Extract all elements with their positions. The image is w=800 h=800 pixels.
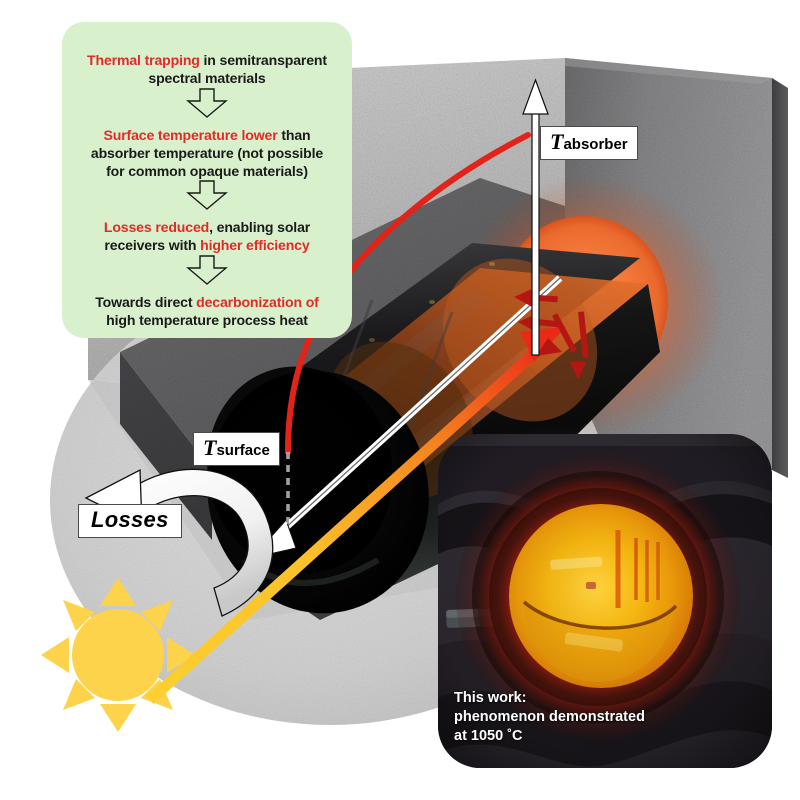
flow-step1-line1: Thermal trapping in semitransparent <box>72 52 342 70</box>
flow-step4-hl: decarbonization of <box>196 294 319 311</box>
absorber-temperature-label: Tabsorber <box>540 126 638 160</box>
flowchart-step-2: Surface temperature lower than absorber … <box>72 127 342 181</box>
flow-step3-rest: , enabling solar <box>209 219 311 236</box>
down-block-arrow-icon-1 <box>72 88 342 118</box>
flowchart-step-4: Towards direct decarbonization of high t… <box>72 294 342 330</box>
flow-step4-line2: high temperature process heat <box>106 312 308 329</box>
furnace-aperture-photo: This work: phenomenon demonstrated at 10… <box>438 434 772 768</box>
flow-step4-plain: Towards direct <box>95 294 197 311</box>
down-block-arrow-icon-3 <box>72 255 342 286</box>
flow-step3-line2: receivers with higher efficiency <box>72 237 342 255</box>
flow-step2-hl: Surface temperature lower <box>103 126 278 143</box>
inset-caption-line-2: phenomenon demonstrated <box>454 708 645 725</box>
furnace-photo-graphic <box>438 434 772 768</box>
flow-step2-line2: absorber temperature (not possible <box>90 144 324 161</box>
flow-step4-line1: Towards direct decarbonization of <box>72 294 342 312</box>
absorber-temp-subscript: absorber <box>563 136 628 153</box>
flowchart-step-1: Thermal trapping in semitransparent spec… <box>72 52 342 88</box>
flow-step2-rest: than <box>277 126 311 143</box>
flow-step3-line1: Losses reduced, enabling solar <box>72 219 342 237</box>
flow-step1-line2: spectral materials <box>148 69 266 86</box>
surface-temperature-label: Tsurface <box>193 432 280 466</box>
losses-label-text: Losses <box>91 507 169 532</box>
down-block-arrow-svg <box>186 88 228 118</box>
slab-screws <box>369 262 495 342</box>
flow-step1-hl: Thermal trapping <box>87 52 200 68</box>
flow-step2-line1: Surface temperature lower than <box>72 127 342 145</box>
flow-step3-plain: receivers with <box>104 237 201 254</box>
temperature-axis-arrow-icon <box>522 78 549 356</box>
inset-caption: This work: phenomenon demonstrated at 10… <box>454 689 645 746</box>
flow-step2-line3: for common opaque materials) <box>106 162 308 179</box>
surface-temp-symbol: T <box>203 435 217 460</box>
sun-icon <box>41 578 195 732</box>
flow-step1-rest: in semitransparent <box>199 52 328 68</box>
inset-caption-line-3: at 1050 ˚C <box>454 727 523 744</box>
surface-temp-subscript: surface <box>216 442 270 459</box>
down-block-arrow-svg <box>186 180 228 211</box>
losses-label: Losses <box>78 504 182 538</box>
flowchart-step-3: Losses reduced, enabling solar receivers… <box>72 219 342 255</box>
down-block-arrow-icon-2 <box>72 180 342 211</box>
flow-step3-hl2: higher efficiency <box>200 237 310 254</box>
absorber-temp-symbol: T <box>550 129 564 154</box>
inset-caption-line-1: This work: <box>454 689 527 706</box>
flowchart-callout: Thermal trapping in semitransparent spec… <box>62 22 352 338</box>
flow-step3-hl: Losses reduced <box>103 219 210 236</box>
down-block-arrow-svg <box>186 255 228 286</box>
